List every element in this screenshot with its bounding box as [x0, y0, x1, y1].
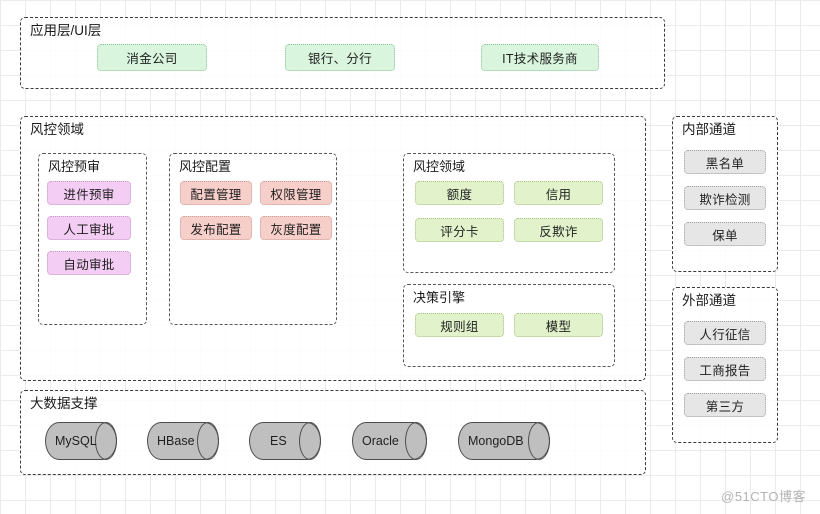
group-title-application-layer: 应用层/UI层 — [30, 23, 102, 38]
group-internal-channel: 内部通道 黑名单 欺诈检测 保单 — [672, 116, 778, 272]
node-application-pre-audit[interactable]: 进件预审 — [47, 181, 131, 205]
node-pboc-credit-report[interactable]: 人行征信 — [684, 321, 766, 345]
db-label-es: ES — [270, 434, 287, 448]
node-fraud-detection[interactable]: 欺诈检测 — [684, 186, 766, 210]
cylinder-cap-icon — [299, 421, 322, 461]
node-grayscale-config[interactable]: 灰度配置 — [260, 216, 332, 240]
db-cylinder-hbase[interactable]: HBase — [147, 421, 220, 461]
node-credit[interactable]: 信用 — [514, 181, 603, 205]
node-bank-branch[interactable]: 银行、分行 — [285, 44, 395, 71]
node-business-registration-report[interactable]: 工商报告 — [684, 357, 766, 381]
node-rule-group[interactable]: 规则组 — [415, 313, 504, 337]
db-label-mongodb: MongoDB — [468, 434, 524, 448]
node-permission-management[interactable]: 权限管理 — [260, 181, 332, 205]
node-manual-approval[interactable]: 人工审批 — [47, 216, 131, 240]
cylinder-cap-icon — [95, 421, 118, 461]
db-cylinder-mongodb[interactable]: MongoDB — [458, 421, 551, 461]
cylinder-cap-icon — [405, 421, 428, 461]
group-title-external-channel: 外部通道 — [682, 293, 736, 308]
node-auto-approval[interactable]: 自动审批 — [47, 251, 131, 275]
db-label-hbase: HBase — [157, 434, 195, 448]
node-third-party[interactable]: 第三方 — [684, 393, 766, 417]
group-big-data-support: 大数据支撑 MySQL HBase ES Oracle MongoDB — [20, 390, 646, 475]
db-label-oracle: Oracle — [362, 434, 399, 448]
group-risk-control-domain: 风控领域 风控预审 进件预审 人工审批 自动审批 风控配置 配置管理 权限管理 … — [20, 116, 646, 381]
group-risk-domain-inner: 风控领域 额度 信用 评分卡 反欺诈 — [403, 153, 615, 273]
db-cylinder-mysql[interactable]: MySQL — [45, 421, 118, 461]
db-label-mysql: MySQL — [55, 434, 97, 448]
group-title-decision-engine: 决策引擎 — [413, 290, 466, 305]
cylinder-cap-icon — [528, 421, 551, 461]
group-risk-pre-audit: 风控预审 进件预审 人工审批 自动审批 — [38, 153, 147, 325]
group-title-risk-pre-audit: 风控预审 — [48, 159, 101, 174]
node-anti-fraud[interactable]: 反欺诈 — [514, 218, 603, 242]
group-decision-engine: 决策引擎 规则组 模型 — [403, 284, 615, 367]
group-risk-config: 风控配置 配置管理 权限管理 发布配置 灰度配置 — [169, 153, 337, 325]
node-config-management[interactable]: 配置管理 — [180, 181, 252, 205]
db-cylinder-oracle[interactable]: Oracle — [352, 421, 428, 461]
node-model[interactable]: 模型 — [514, 313, 603, 337]
node-scorecard[interactable]: 评分卡 — [415, 218, 504, 242]
group-title-internal-channel: 内部通道 — [682, 122, 736, 137]
db-cylinder-es[interactable]: ES — [249, 421, 322, 461]
node-credit-limit[interactable]: 额度 — [415, 181, 504, 205]
group-application-layer: 应用层/UI层 消金公司 银行、分行 IT技术服务商 — [20, 17, 665, 89]
node-consumer-finance-company[interactable]: 消金公司 — [97, 44, 207, 71]
cylinder-cap-icon — [197, 421, 220, 461]
node-blacklist[interactable]: 黑名单 — [684, 150, 766, 174]
node-it-service-provider[interactable]: IT技术服务商 — [481, 44, 599, 71]
group-external-channel: 外部通道 人行征信 工商报告 第三方 — [672, 287, 778, 443]
group-title-risk-domain-inner: 风控领域 — [413, 159, 466, 174]
group-title-risk-config: 风控配置 — [179, 159, 232, 174]
node-release-config[interactable]: 发布配置 — [180, 216, 252, 240]
node-insurance-policy[interactable]: 保单 — [684, 222, 766, 246]
watermark: @51CTO博客 — [721, 489, 806, 504]
group-title-risk-control-domain: 风控领域 — [30, 122, 84, 137]
group-title-big-data-support: 大数据支撑 — [30, 396, 98, 411]
